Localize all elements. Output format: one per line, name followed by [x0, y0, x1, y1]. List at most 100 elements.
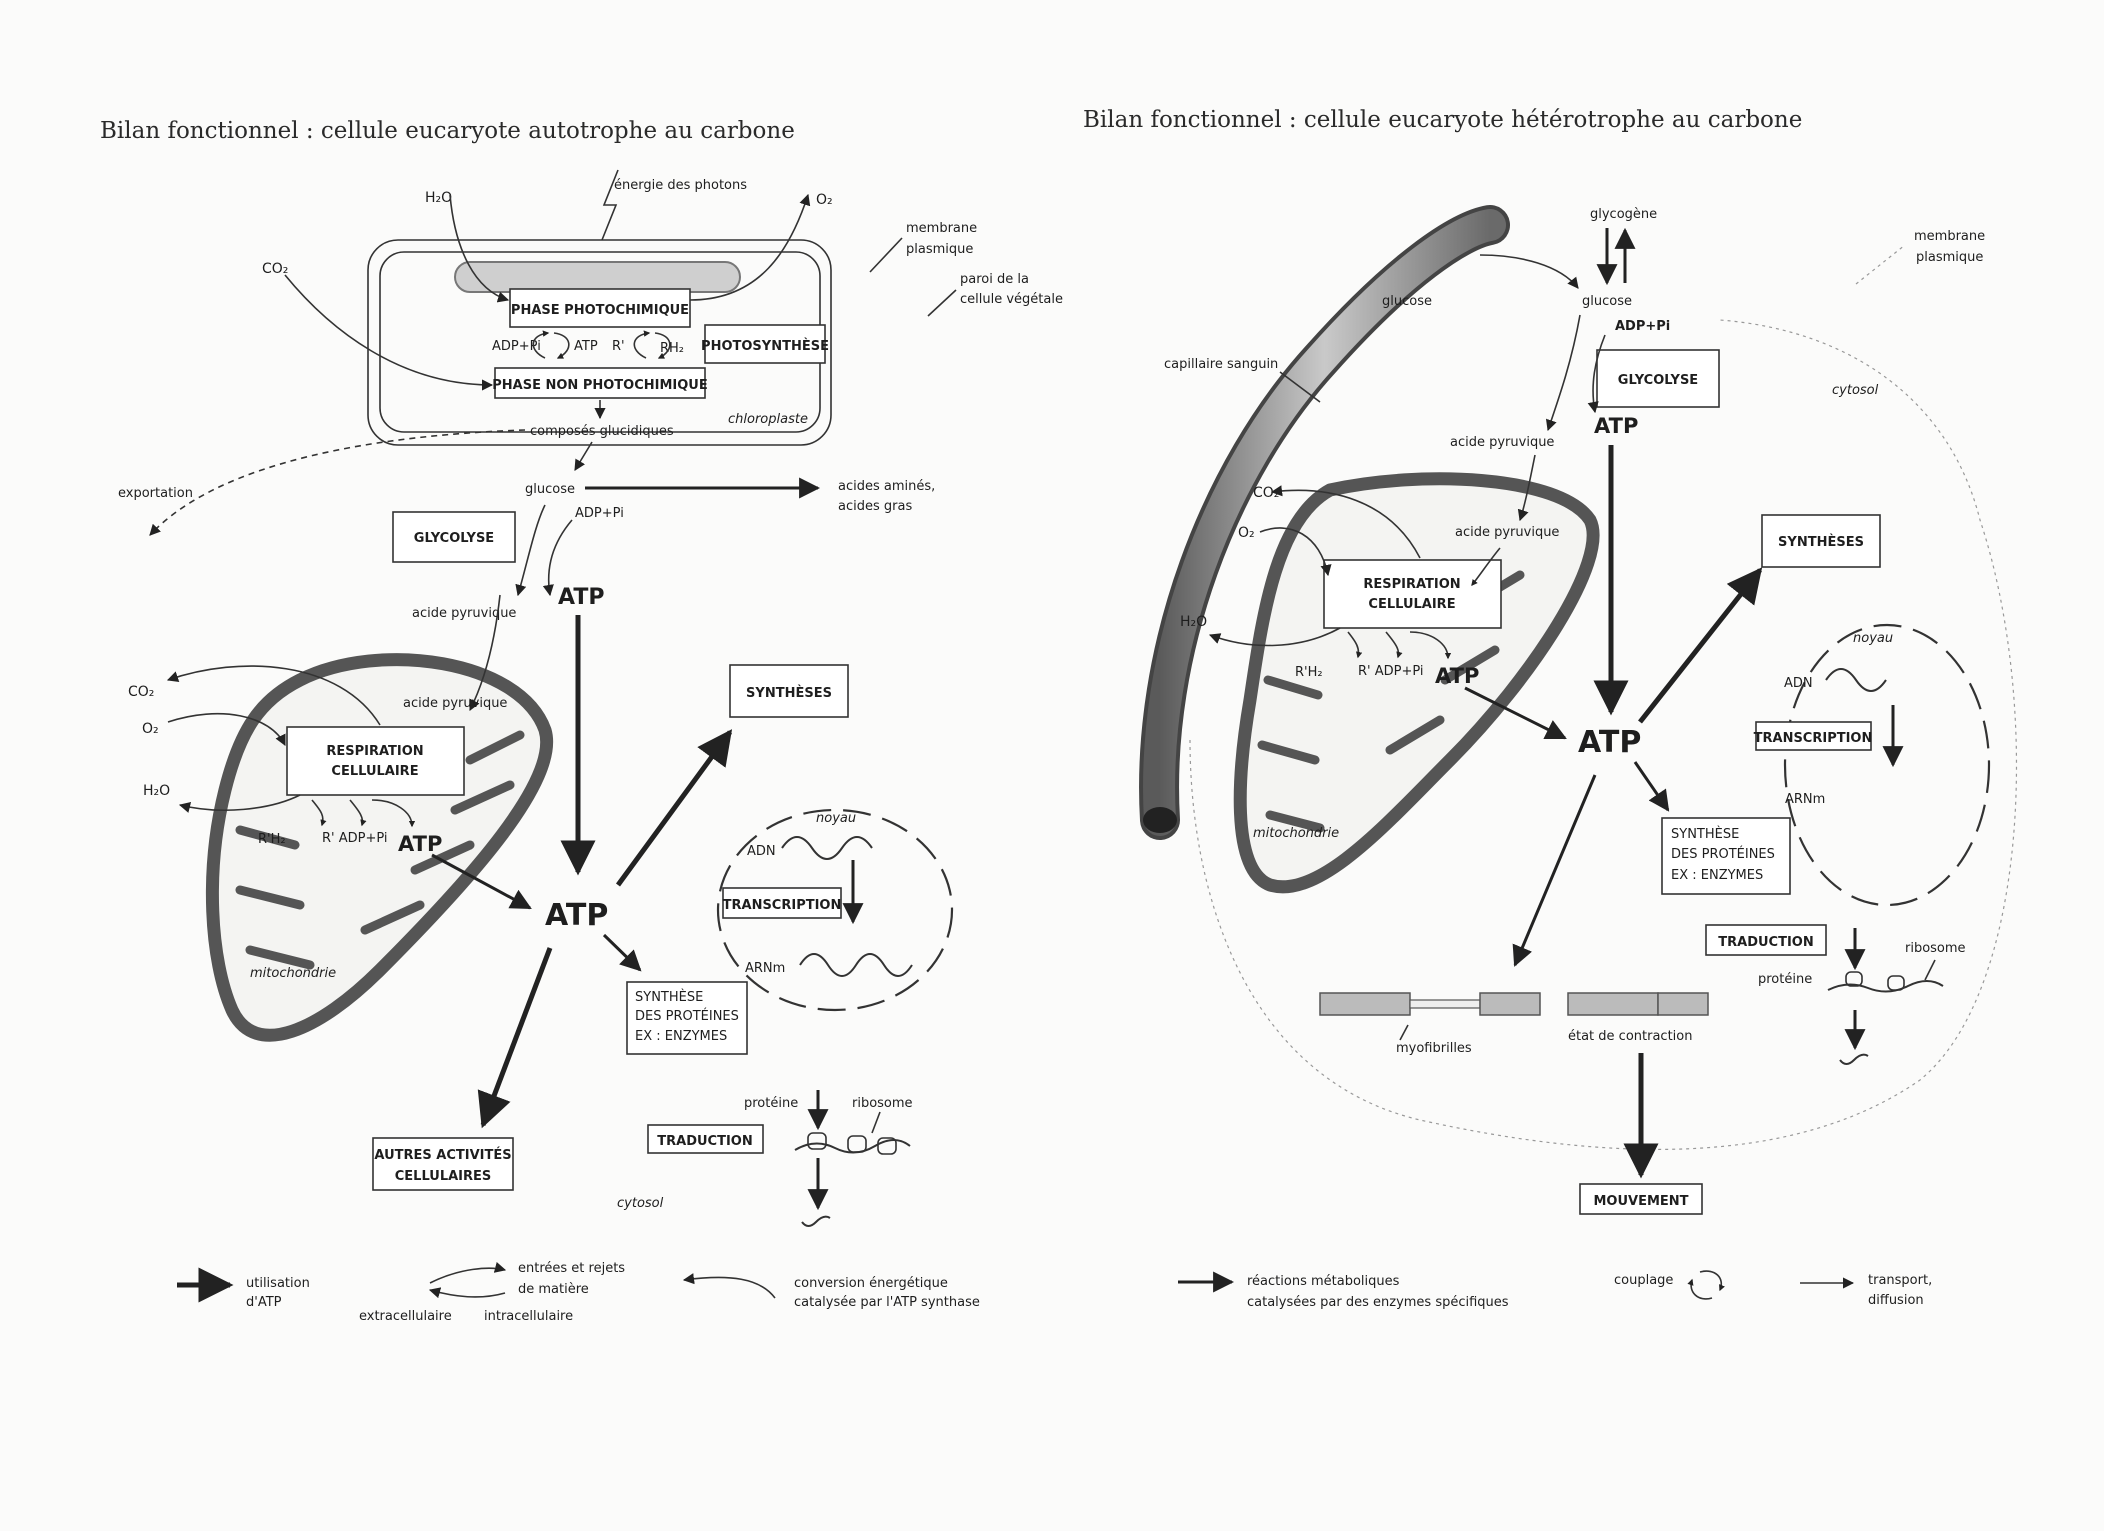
coupling-arrow-3 — [633, 330, 651, 359]
left-co2-out: CO₂ — [128, 684, 154, 700]
legend-transport-1: transport, — [1868, 1273, 1932, 1288]
left-ribosome-label: ribosome — [852, 1096, 913, 1111]
chloroplaste-label: chloroplaste — [728, 412, 808, 427]
right-adp-pi: ADP+Pi — [1615, 319, 1670, 334]
left-synthese-prot-2: DES PROTÉINES — [635, 1008, 739, 1024]
left-syntheses-label: SYNTHÈSES — [746, 685, 832, 701]
crista — [410, 840, 475, 875]
glycogene-label: glycogène — [1590, 207, 1657, 222]
right-atp-to-proteines-arrow — [1633, 761, 1670, 812]
left-panel: Bilan fonctionnel : cellule eucaryote au… — [100, 118, 1063, 1227]
myofibrilles-pointer — [1399, 1024, 1409, 1041]
atp-to-autres-arrow — [477, 947, 553, 1129]
photosynthese-box — [704, 324, 826, 364]
legend: utilisation d'ATP entrées et rejets de m… — [177, 1261, 1932, 1324]
right-traduction-box — [1705, 924, 1827, 956]
composes-to-glucose-arrow — [574, 441, 593, 471]
legend-entree-arrow-icon — [429, 1261, 507, 1284]
right-atp-center: ATP — [1578, 725, 1641, 760]
left-membrane-label-2: plasmique — [906, 242, 973, 257]
right-h2o-arrow — [1208, 627, 1341, 647]
exportation-label: exportation — [118, 486, 193, 501]
legend-couplage-icon — [1687, 1278, 1713, 1300]
right-arnm-label: ARNm — [1785, 792, 1825, 807]
left-transcription-label: TRANSCRIPTION — [723, 898, 842, 913]
legend-extracellulaire: extracellulaire — [359, 1309, 452, 1324]
right-panel: Bilan fonctionnel : cellule eucaryote hé… — [1083, 107, 2018, 1215]
crista — [360, 900, 425, 935]
coupling-arrow-2 — [553, 332, 570, 359]
atp-small-1: ATP — [574, 339, 598, 354]
right-cytosol-label: cytosol — [1832, 383, 1879, 398]
left-r-adp-pi: R' ADP+Pi — [322, 831, 388, 846]
ribosome-icon — [877, 1137, 897, 1155]
autres-label-1: AUTRES ACTIVITÉS — [374, 1147, 511, 1163]
left-adp-pi: ADP+Pi — [575, 506, 624, 521]
resp-arrow-c — [371, 799, 416, 828]
phase-photochimique-label: PHASE PHOTOCHIMIQUE — [511, 303, 689, 318]
glucose-vessel-label: glucose — [1382, 294, 1432, 309]
myofibrilles-label: myofibrilles — [1396, 1041, 1472, 1056]
left-synthese-prot-3: EX : ENZYMES — [635, 1029, 727, 1044]
right-acide-pyruvique-2: acide pyruvique — [1455, 525, 1559, 540]
o2-in-arrow — [167, 712, 286, 747]
phase-non-photo-label: PHASE NON PHOTOCHIMIQUE — [492, 378, 707, 393]
right-r-adp-pi: R' ADP+Pi — [1358, 664, 1424, 679]
ribosome-icon — [847, 1135, 867, 1153]
legend-transport-2: diffusion — [1868, 1293, 1924, 1308]
left-rh2-resp: R'H₂ — [258, 832, 286, 847]
legend-entrees-1: entrées et rejets — [518, 1261, 625, 1276]
phase-photochimique-box — [509, 288, 691, 328]
glucose-to-pyruvate-arrow — [515, 504, 546, 597]
membrane-pointer — [869, 237, 903, 273]
crista — [1265, 810, 1325, 833]
legend-couplage-icon — [1699, 1270, 1725, 1292]
atp-to-syntheses-arrow — [615, 729, 733, 887]
glucose-cell-label: glucose — [1582, 294, 1632, 309]
right-mitochondrie-label: mitochondrie — [1253, 826, 1339, 841]
left-co2-in: CO₂ — [262, 261, 288, 277]
left-glycolyse-box — [392, 511, 516, 563]
atp-to-proteines-arrow — [602, 933, 642, 972]
capillaire-label: capillaire sanguin — [1164, 357, 1278, 372]
right-membrane-pointer — [1855, 244, 1906, 285]
right-proteine-label: protéine — [1758, 972, 1812, 987]
right-resp-arrow-a — [1347, 631, 1363, 659]
legend-intracellulaire: intracellulaire — [484, 1309, 573, 1324]
right-glycolyse-label: GLYCOLYSE — [1618, 373, 1698, 388]
ribosome-icon — [807, 1132, 827, 1150]
left-h2o-out: H₂O — [143, 783, 170, 799]
left-synthese-prot-1: SYNTHÈSE — [635, 989, 703, 1005]
right-respiration-2: CELLULAIRE — [1368, 597, 1455, 612]
right-respiration-box — [1323, 559, 1502, 629]
right-resp-arrow-c — [1409, 631, 1452, 660]
right-respiration-1: RESPIRATION — [1363, 577, 1460, 592]
right-cell-membrane — [1189, 319, 2018, 1150]
coupling-arrow-4 — [654, 332, 671, 359]
right-ribosome-pointer — [1924, 959, 1936, 981]
co2-arrow — [284, 274, 494, 391]
right-acide-pyruvique-1: acide pyruvique — [1450, 435, 1554, 450]
right-membrane-label-1: membrane — [1914, 229, 1985, 244]
contraction-label: état de contraction — [1568, 1029, 1692, 1044]
cell-wall-outline — [367, 239, 832, 446]
legend-entrees-2: de matière — [518, 1282, 589, 1297]
right-atp-resp: ATP — [1435, 664, 1479, 688]
right-atp-glyco: ATP — [1594, 414, 1638, 438]
left-adn-wave — [781, 836, 873, 860]
left-h2o-in: H₂O — [425, 190, 452, 206]
right-traduction-label: TRADUCTION — [1718, 935, 1813, 950]
ribosome-pointer — [871, 1111, 881, 1134]
right-co2: CO₂ — [1253, 485, 1279, 501]
co2-out-arrow — [166, 665, 381, 726]
left-glucose: glucose — [525, 482, 575, 497]
left-arnm-wave — [799, 953, 913, 977]
right-noyau-label: noyau — [1853, 631, 1893, 646]
right-atp-to-syntheses-arrow — [1638, 567, 1763, 724]
legend-conversion-1: conversion énergétique — [794, 1276, 948, 1291]
phase-non-photo-box — [494, 367, 706, 399]
right-syntheses-label: SYNTHÈSES — [1778, 534, 1864, 550]
o2-arrow — [689, 193, 811, 301]
paroi-label-2: cellule végétale — [960, 292, 1063, 307]
